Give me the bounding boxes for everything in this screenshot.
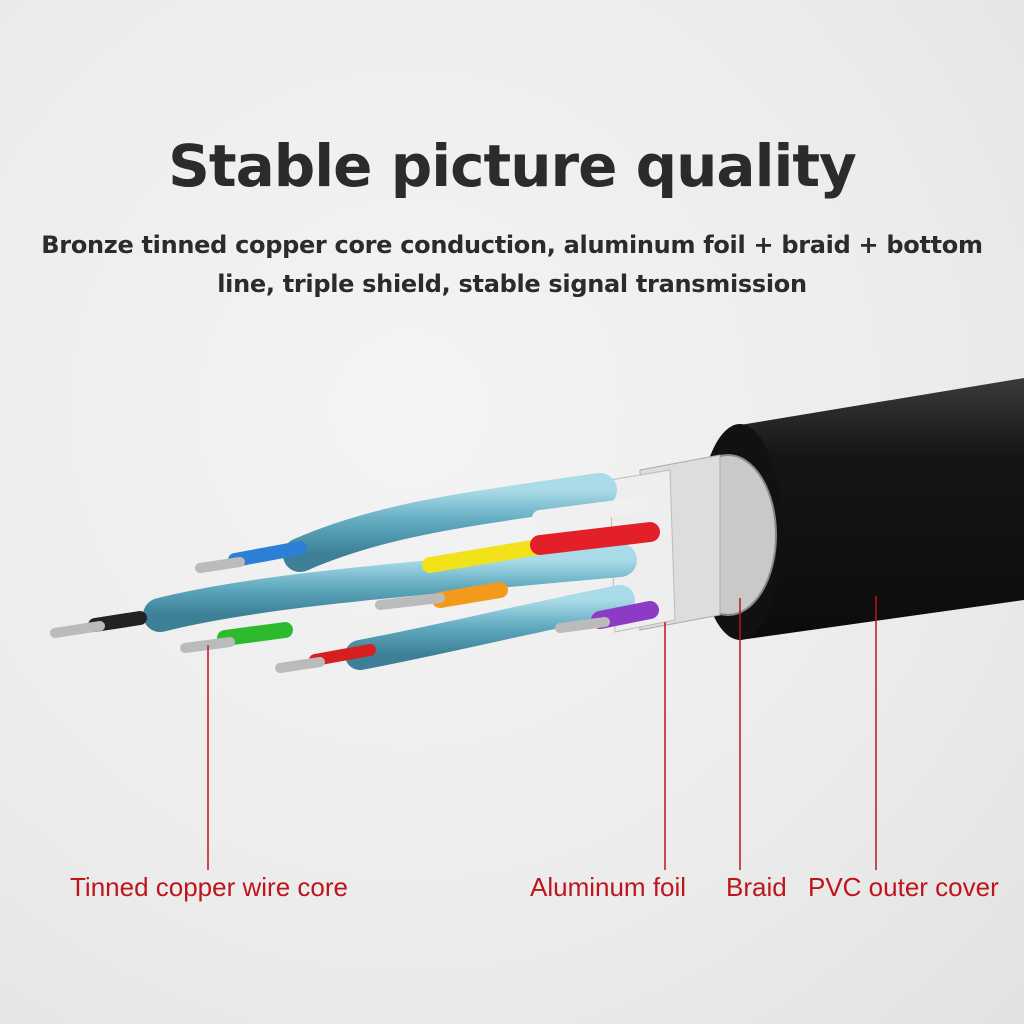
label-tinned-copper-core: Tinned copper wire core	[70, 872, 348, 902]
twisted-pairs	[143, 473, 637, 670]
page-title: Stable picture quality	[168, 132, 857, 200]
label-aluminum-foil: Aluminum foil	[530, 872, 687, 902]
twisted-pair	[345, 585, 635, 670]
wire-tip	[275, 657, 325, 673]
wire-blue	[228, 541, 307, 567]
wire-orange	[432, 582, 508, 608]
wires	[50, 497, 660, 673]
label-pvc-outer-cover: PVC outer cover	[808, 872, 999, 902]
wire-white	[532, 497, 648, 526]
wire-red	[530, 522, 660, 555]
twisted-pair	[283, 473, 617, 572]
wire-tip	[555, 617, 610, 633]
wire-tip	[195, 557, 245, 573]
twisted-pair	[143, 543, 637, 632]
wire-red-small	[309, 644, 376, 666]
pvc-outer-cover	[740, 378, 1024, 640]
wire-tip	[50, 621, 105, 638]
subtitle: Bronze tinned copper core conduction, al…	[41, 231, 983, 298]
wire-tip	[375, 593, 445, 610]
wire-green	[217, 622, 293, 646]
label-braid: Braid	[726, 872, 787, 902]
